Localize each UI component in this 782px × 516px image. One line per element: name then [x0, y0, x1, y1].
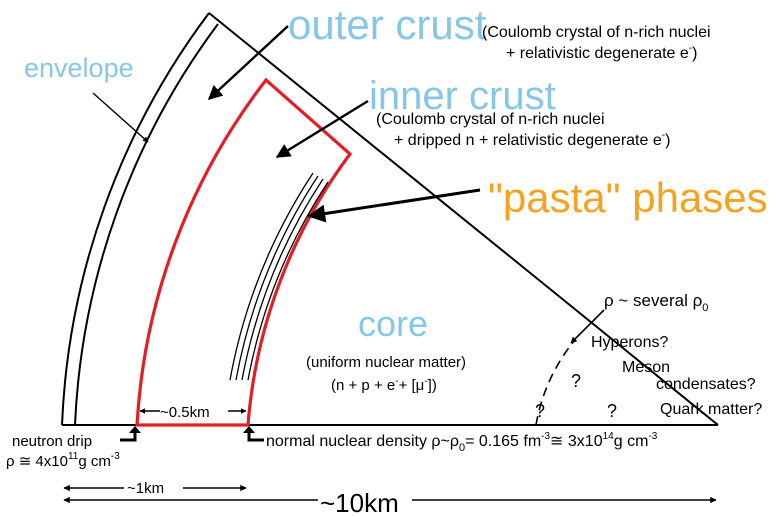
question-mark-3: ? — [607, 401, 617, 421]
envelope-label: envelope — [24, 53, 134, 83]
ten-km-label: ~10km — [320, 488, 399, 516]
pasta-arrow — [307, 188, 481, 223]
nuclear-density-label: normal nuclear density ρ~ρ0= 0.165 fm-3≅… — [266, 431, 658, 454]
inner-crust-boundary — [135, 77, 353, 427]
question-mark-2: ? — [535, 401, 545, 421]
inner-crust-arrow — [275, 99, 369, 159]
neutron-drip-pointer — [120, 431, 137, 442]
envelope-inner-arc — [74, 23, 219, 426]
outer-surface-arc — [61, 12, 210, 426]
question-mark-1: ? — [571, 371, 581, 391]
outer-crust-desc-line2: + relativistic degenerate e-) — [506, 43, 697, 62]
core-desc-line2: (n + p + e-+ [μ-]) — [331, 376, 437, 394]
neutron-drip-arrowhead — [129, 426, 141, 433]
inner-crust-label: inner crust — [369, 74, 556, 118]
pasta-line-3 — [241, 178, 324, 381]
inner-crust-desc-line2: + dripped n + relativistic degenerate e-… — [394, 130, 670, 149]
pasta-line-2 — [235, 175, 319, 381]
exotic-core-boundary — [535, 339, 576, 426]
hyperons-label: Hyperons? — [591, 334, 668, 351]
one-km-label: ~1km — [127, 480, 164, 497]
meson-label-line1: Meson — [622, 359, 670, 376]
rho-several-label: ρ ~ several ρ0 — [604, 291, 708, 314]
nuclear-density-arrowhead — [243, 426, 255, 433]
outer-crust-label: outer crust — [288, 1, 487, 48]
nuclear-density-pointer — [247, 431, 264, 442]
inner-crust-desc-line1: (Coulomb crystal of n-rich nuclei — [376, 111, 605, 128]
pasta-phases-label: "pasta" phases — [488, 174, 768, 221]
pasta-line-1 — [229, 172, 314, 381]
outer-crust-arrow — [207, 25, 289, 100]
meson-label-line2: condensates? — [656, 376, 756, 393]
pasta-line-4 — [247, 181, 329, 381]
neutron-drip-label: neutron drip — [12, 433, 92, 450]
rho-several-arrow — [570, 309, 605, 344]
wedge-right-edge — [208, 12, 719, 426]
core-desc-line1: (uniform nuclear matter) — [306, 354, 466, 371]
half-km-label: ~0.5km — [160, 404, 210, 421]
quark-matter-label: Quark matter? — [660, 401, 762, 418]
neutron-drip-density: ρ ≅ 4x1011g cm-3 — [6, 451, 120, 470]
core-label: core — [358, 303, 428, 344]
envelope-arrow — [92, 92, 149, 143]
outer-crust-desc-line1: (Coulomb crystal of n-rich nuclei — [482, 24, 711, 41]
